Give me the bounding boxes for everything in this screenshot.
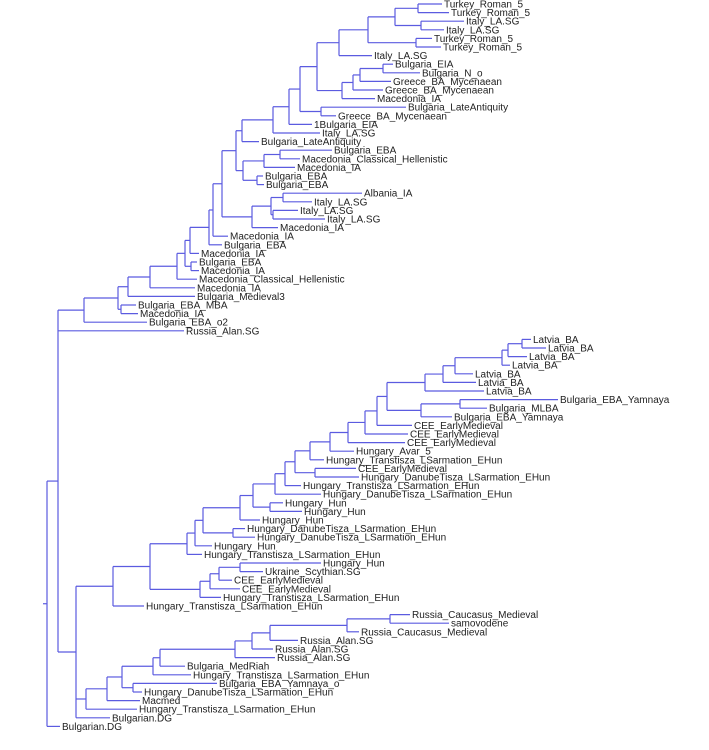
- leaf-label: Hungary_Transtisza_LSarmation_EHun: [139, 705, 315, 716]
- leaf-label: Russia_Caucasus_Medieval: [412, 610, 538, 621]
- leaf-label: Bulgarian.DG: [112, 713, 172, 724]
- leaf-label: Bulgaria_LateAntiquity: [408, 103, 508, 114]
- leaf-label: Turkey_Roman_5: [443, 43, 523, 54]
- leaf-label: Greece_BA_Mycenaean: [393, 77, 502, 88]
- leaf-label: Hungary_DanubeTisza_LSarmation_EHun: [323, 490, 512, 501]
- leaf-label: samovodene: [451, 619, 509, 630]
- leaf-label: Hungary_Transtisza_LSarmation_EHun: [326, 455, 502, 466]
- leaf-label: Hungary_Hun: [285, 498, 347, 509]
- leaf-label: 1Bulgaria_EIA: [314, 120, 378, 131]
- leaf-label: Bulgaria_EBA_Yamnaya_o: [219, 679, 340, 690]
- leaf-label: Hungary_DanubeTisza_LSarmation_EHun: [247, 524, 436, 535]
- leaf-label: Bulgaria_MedRiah: [187, 662, 269, 673]
- leaf-label: Latvia_BA: [475, 369, 521, 380]
- leaf-label: Greece_BA_Mycenaean: [338, 111, 447, 122]
- leaf-label: Macedonia_IA: [201, 249, 265, 260]
- leaf-label: Hungary_Hun: [262, 516, 324, 527]
- leaf-label: Macedonia_IA: [297, 163, 361, 174]
- leaf-label: Bulgaria_EIA: [395, 60, 454, 71]
- leaf-label: CEE_EarlyMedieval: [358, 464, 447, 475]
- leaf-label: Bulgaria_Medieval3: [197, 292, 285, 303]
- leaf-label: Latvia_BA: [486, 387, 532, 398]
- leaf-label: Bulgaria_EBA_MBA: [138, 301, 228, 312]
- leaf-label: CEE_EarlyMedieval: [407, 438, 496, 449]
- leaf-label: Italy_LA.SG: [374, 51, 428, 62]
- leaf-label: Macedonia_Classical_Hellenistic: [199, 275, 345, 286]
- leaf-label: Italy_LA.SG: [446, 25, 500, 36]
- leaf-label: Bulgaria_EBA: [334, 146, 397, 157]
- leaf-label: Hungary_DanubeTisza_LSarmation_EHun: [257, 533, 446, 544]
- leaf-label: Latvia_BA: [548, 344, 594, 355]
- leaf-label: Turkey_Roman_5: [444, 0, 524, 11]
- leaf-label: Turkey_Roman_5: [434, 34, 514, 45]
- leaf-label: Russia_Alan.SG: [186, 326, 260, 337]
- leaf-label: Italy_LA.SG: [327, 215, 381, 226]
- leaf-label: Hungary_Transtisza_LSarmation_EHun: [223, 593, 399, 604]
- leaf-label: CEE_EarlyMedieval: [410, 430, 499, 441]
- leaf-label: Bulgaria_EBA: [266, 180, 329, 191]
- leaf-label: Macedonia_IA: [140, 309, 204, 320]
- leaf-label: CEE_EarlyMedieval: [234, 576, 323, 587]
- leaf-label: Albania_IA: [364, 189, 413, 200]
- leaf-label: Italy_LA.SG: [300, 206, 354, 217]
- leaf-label: Bulgaria_N_o: [422, 68, 483, 79]
- leaf-label: Russia_Alan.SG: [300, 636, 374, 647]
- leaf-label: Russia_Alan.SG: [277, 653, 351, 664]
- leaf-label: Turkey_Roman_5: [451, 8, 531, 19]
- leaf-label: Ukraine_Scythian.SG: [265, 567, 361, 578]
- leaf-label: Macedonia_IA: [197, 283, 261, 294]
- leaf-label: Hungary_DanubeTisza_LSarmation_EHun: [361, 473, 550, 484]
- leaf-label: Hungary_Transtisza_LSarmation_EHun: [193, 670, 369, 681]
- leaf-label: Hungary_Transtisza_LSarmation_EHun: [204, 550, 380, 561]
- leaf-label: Macedonia_IA: [230, 232, 294, 243]
- leaf-label: Bulgaria_EBA_Yamnaya: [454, 412, 564, 423]
- leaf-label: Bulgaria_EBA_o2: [149, 318, 228, 329]
- leaf-label: Latvia_BA: [512, 361, 558, 372]
- leaf-label: Greece_BA_Mycenaean: [385, 86, 494, 97]
- leaf-label: Macedonia_IA: [280, 223, 344, 234]
- leaf-label: Bulgaria_EBA: [224, 240, 287, 251]
- leaf-label: Macedonia_IA: [201, 266, 265, 277]
- leaf-label: Macedonia_IA: [377, 94, 441, 105]
- leaf-label: Italy_LA.SG: [322, 129, 376, 140]
- leaf-label: Hungary_Transtisza_LSarmation_EHun: [303, 481, 479, 492]
- leaf-label: Latvia_BA: [529, 352, 575, 363]
- leaf-label: Latvia_BA: [478, 378, 524, 389]
- leaf-label: Macmed: [142, 696, 180, 707]
- leaf-label: CEE_EarlyMedieval: [414, 421, 503, 432]
- leaf-label: Russia_Caucasus_Medieval: [361, 627, 487, 638]
- leaf-label: Hungary_Hun: [214, 541, 276, 552]
- leaf-label: Russia_Alan.SG: [275, 645, 349, 656]
- leaf-label: Hungary_Hun: [323, 559, 385, 570]
- leaf-label: Italy_LA.SG: [314, 197, 368, 208]
- leaf-label: Latvia_BA: [533, 335, 579, 346]
- leaf-label: Bulgaria_EBA: [265, 172, 328, 183]
- leaf-label: Bulgaria_EBA: [199, 258, 262, 269]
- leaf-label: Macedonia_Classical_Hellenistic: [302, 154, 448, 165]
- leaf-label: Bulgaria_MLBA: [489, 404, 559, 415]
- leaf-label: Hungary_DanubeTisza_LSarmation_EHun: [144, 688, 333, 699]
- leaf-label: Hungary_Hun: [304, 507, 366, 518]
- leaf-label: Bulgaria_EBA_Yamnaya: [560, 395, 670, 406]
- leaf-label: Italy_LA.SG: [466, 17, 520, 28]
- leaf-label: Bulgarian.DG: [62, 722, 122, 733]
- leaf-label: CEE_EarlyMedieval: [242, 584, 331, 595]
- leaf-label: Bulgaria_LateAntiquity: [261, 137, 361, 148]
- leaf-label: Hungary_Transtisza_LSarmation_EHun: [146, 602, 322, 613]
- leaf-label: Hungary_Avar_5: [356, 447, 431, 458]
